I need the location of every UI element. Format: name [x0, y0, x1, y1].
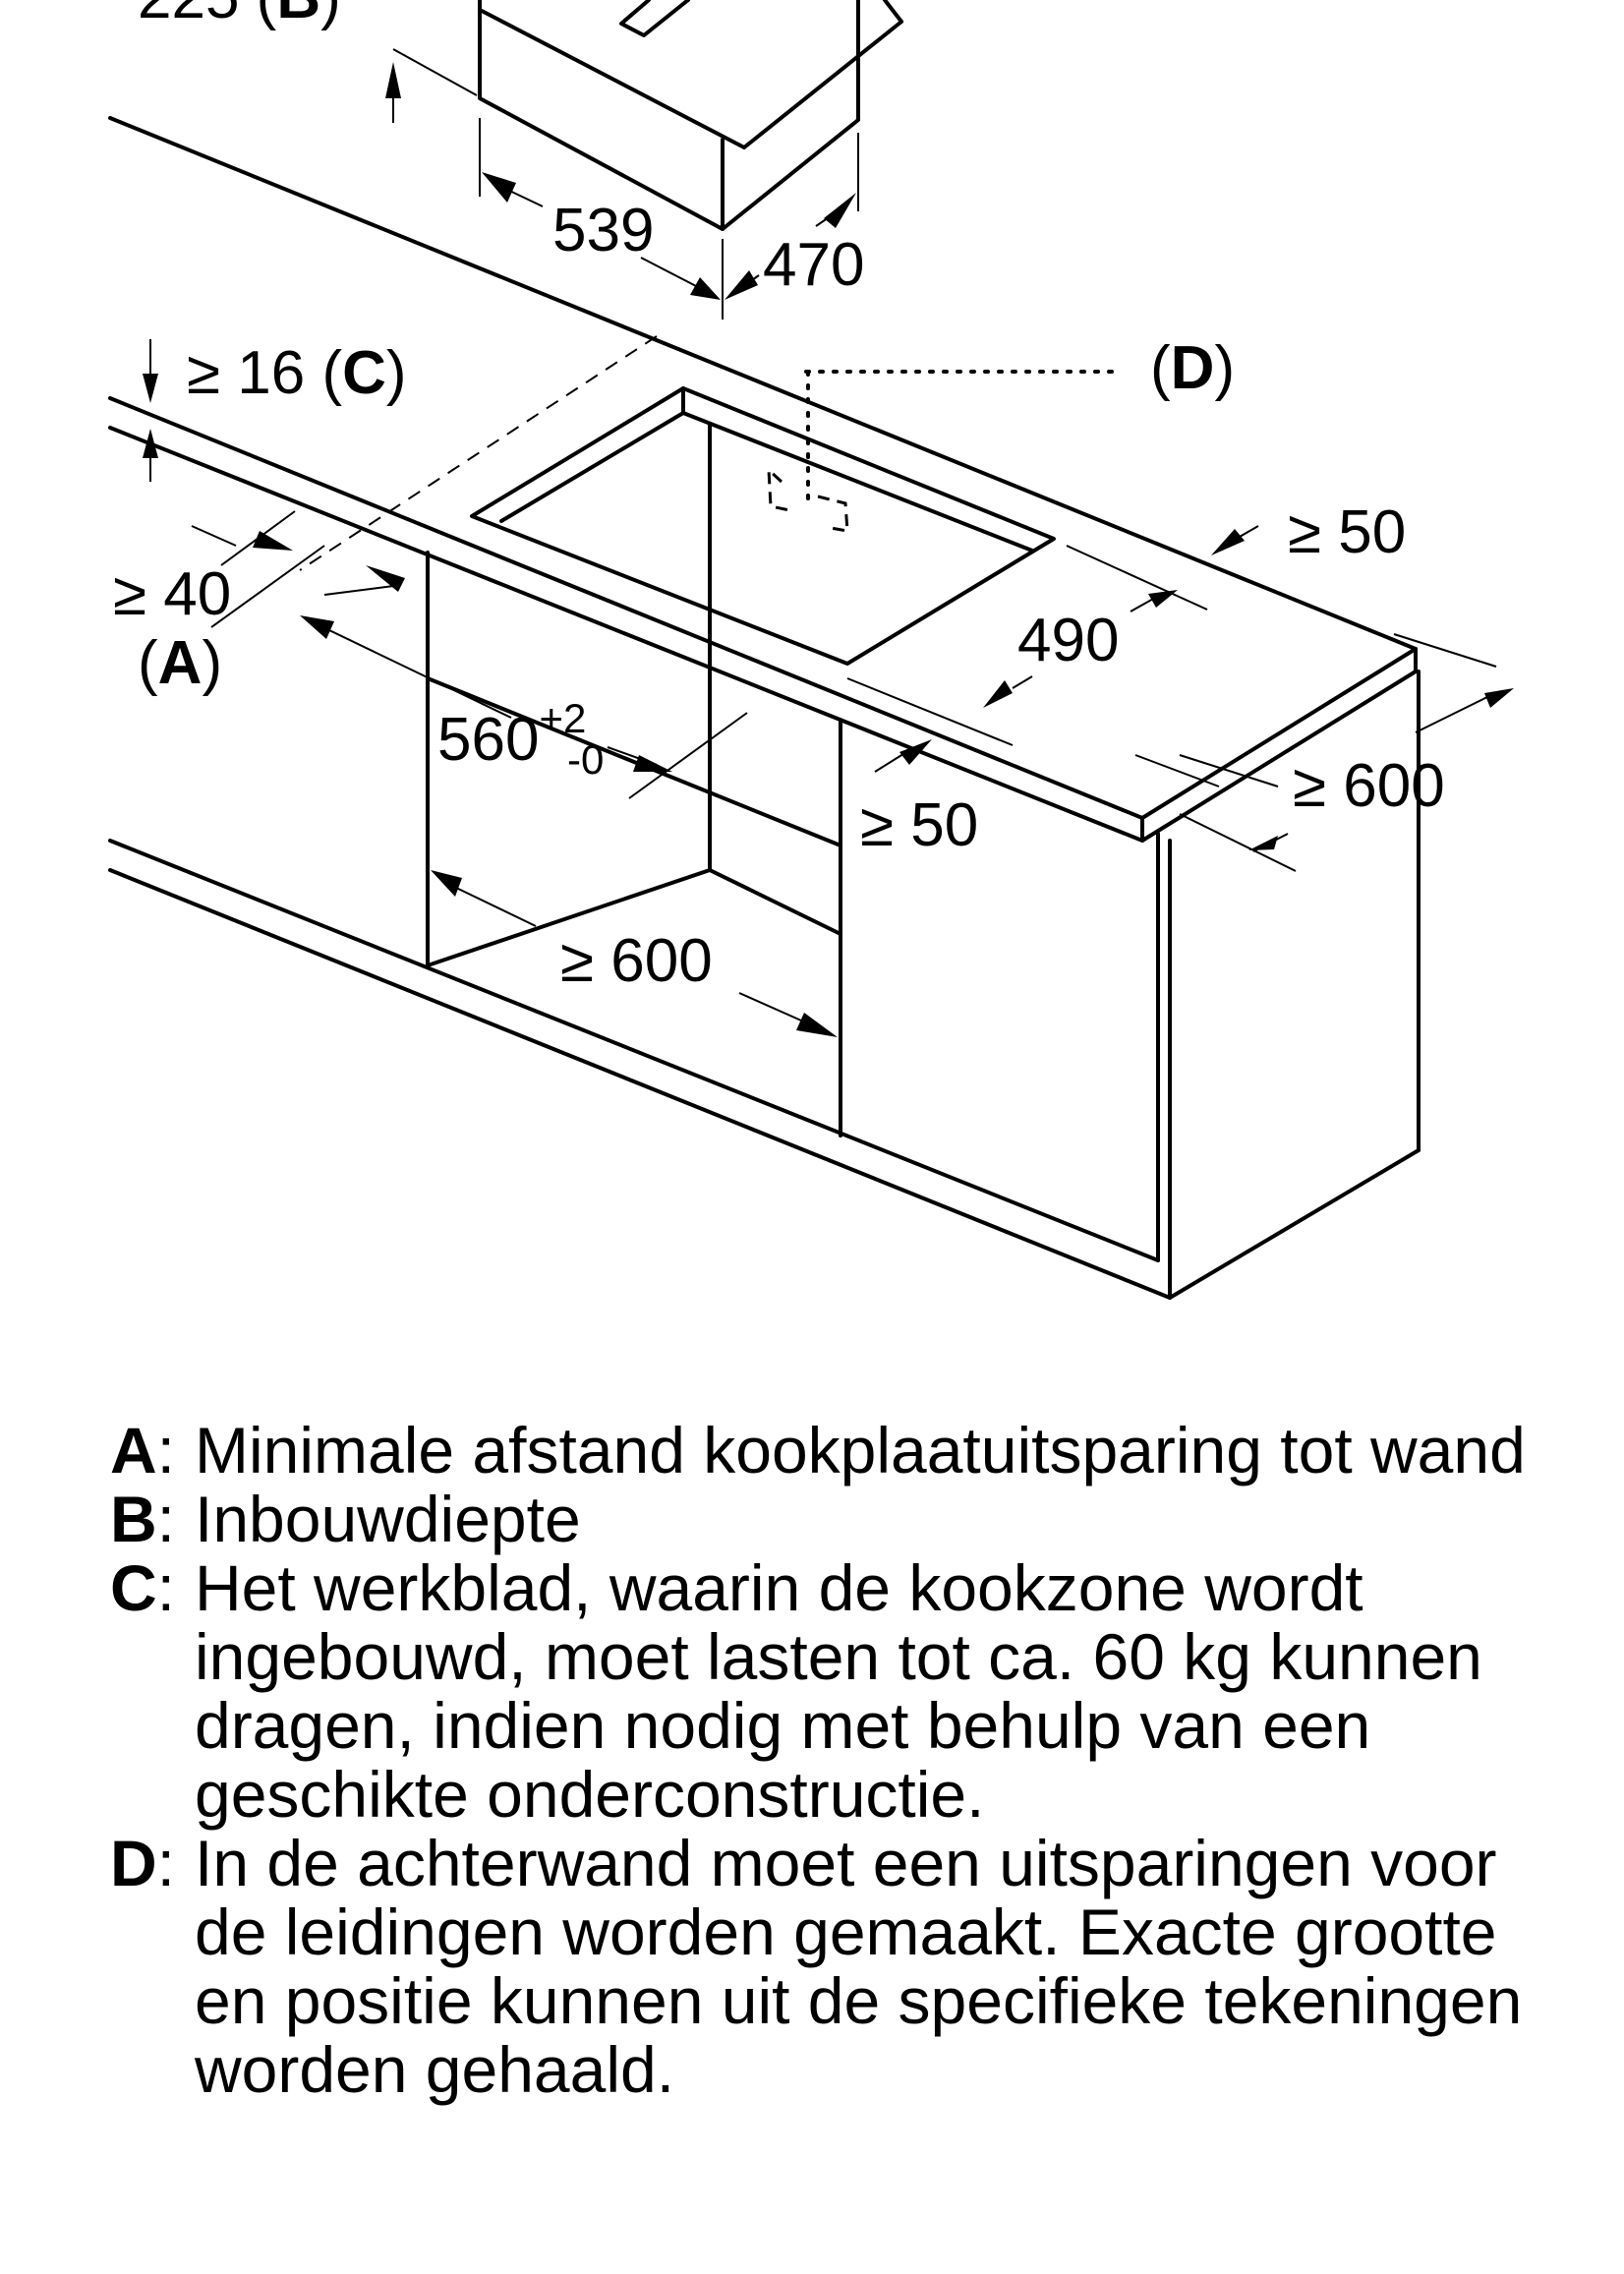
hob-unit	[478, 0, 903, 231]
dimension-back-gap: ≥ 50	[1211, 498, 1406, 566]
legend-text: Het werkblad, waarin de kookzone wordt i…	[195, 1551, 1482, 1831]
dimension-cabinet-width: ≥ 600	[431, 870, 838, 1037]
legend-text: In de achterwand moet een uitsparingen v…	[195, 1827, 1523, 2106]
label-back-gap: ≥ 50	[1288, 498, 1406, 566]
dimension-depth-b: 225 (B)	[138, 0, 478, 123]
installation-diagram: 225 (B) 539 470	[108, 0, 1514, 1300]
dimension-hob-depth: 470	[725, 133, 864, 300]
label-worktop-depth: ≥ 600	[1293, 752, 1445, 820]
legend-key: D	[110, 1827, 157, 1899]
label-cabinet-width: ≥ 600	[560, 927, 713, 995]
label-cutout-width: 560+2	[437, 695, 586, 774]
worktop	[108, 116, 1418, 843]
legend-item-c: C: Het werkblad, waarin de kookzone word…	[110, 1553, 1565, 1829]
legend-text: Inbouwdiepte	[195, 1483, 581, 1555]
base-cabinet	[108, 551, 1421, 1300]
label-wall-distance: ≥ 40	[113, 560, 231, 628]
label-ref-a: (A)	[138, 629, 222, 697]
legend-item-a: A: Minimale afstand kookplaatuitsparing …	[110, 1416, 1565, 1485]
legend-key: B	[110, 1483, 157, 1555]
dimension-wall-distance: ≥ 40 (A)	[113, 510, 405, 697]
dimension-cutout-width: 560+2 -0	[300, 615, 748, 799]
legend-key: A	[110, 1414, 157, 1487]
legend-item-b: B: Inbouwdiepte	[110, 1485, 1565, 1553]
label-front-gap: ≥ 50	[860, 791, 978, 859]
dimension-cutout-depth: 490	[846, 545, 1208, 746]
label-ref-d: (D)	[1150, 334, 1235, 402]
label-hob-width: 539	[552, 197, 654, 264]
legend: A: Minimale afstand kookplaatuitsparing …	[110, 1416, 1565, 2104]
hob-vent-slot	[619, 0, 690, 37]
hob-cutout	[299, 335, 1056, 872]
dimension-worktop-thickness: ≥ 16 (C)	[143, 339, 407, 482]
legend-key: C	[110, 1551, 157, 1624]
dimension-hob-width: 539	[479, 118, 724, 320]
legend-item-d: D: In de achterwand moet een uitsparinge…	[110, 1829, 1565, 2104]
pipe-opening-d: (D)	[767, 334, 1235, 533]
dimension-worktop-depth: ≥ 600	[1134, 633, 1514, 872]
dimension-front-gap: ≥ 50	[860, 739, 978, 859]
label-hob-depth: 470	[763, 231, 864, 299]
label-worktop-thickness: ≥ 16 (C)	[187, 339, 407, 407]
label-depth-b: 225 (B)	[138, 0, 341, 31]
label-cutout-depth: 490	[1017, 607, 1119, 674]
legend-text: Minimale afstand kookplaatuitsparing tot…	[195, 1414, 1526, 1487]
